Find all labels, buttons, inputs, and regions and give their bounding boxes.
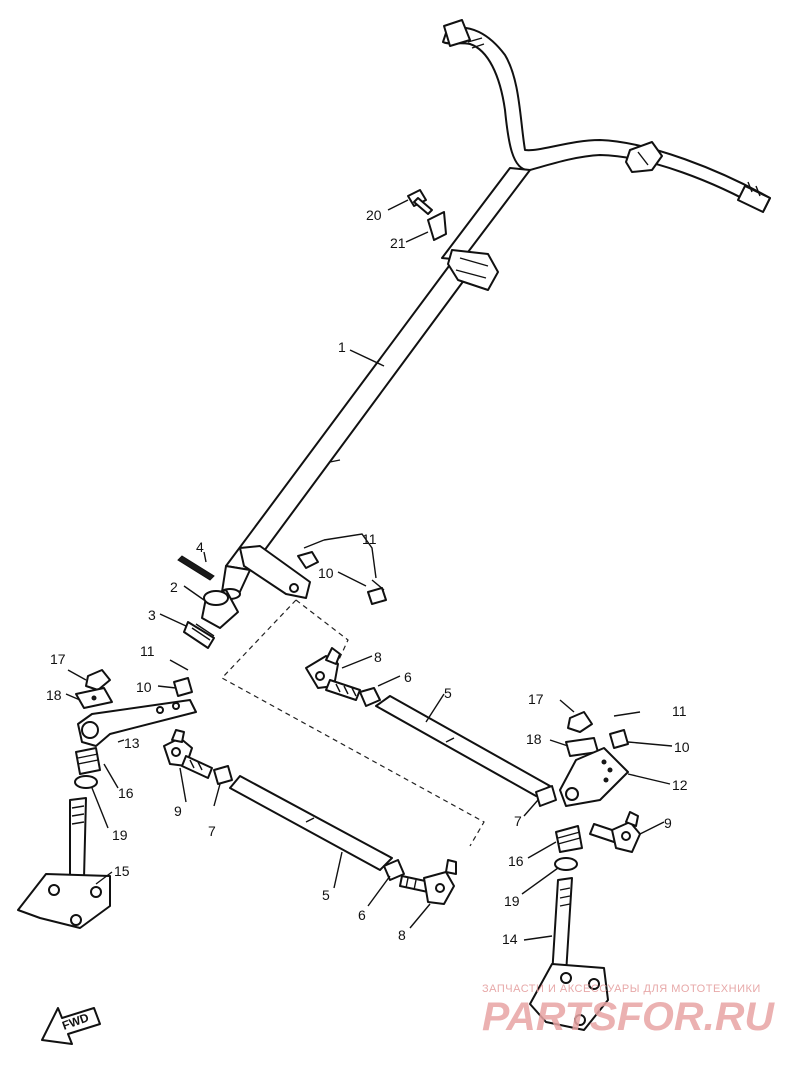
nut-17-right: [567, 711, 593, 733]
callout-14: 14: [502, 931, 518, 947]
tie-rod-end-8-upper: [305, 647, 361, 701]
clip-21: [427, 211, 447, 241]
callout-10-right: 10: [674, 739, 690, 755]
fwd-direction-marker: FWD: [41, 1007, 101, 1045]
callout-13: 13: [124, 735, 140, 751]
callout-labels: 1 20 21 4 2 3 11 10 11 8 6 5 7 17 18 10 …: [46, 207, 690, 947]
callout-6-lower: 6: [358, 907, 366, 923]
cotter-pin-11-left: [169, 659, 189, 671]
tie-rod-end-9-right: [589, 811, 641, 853]
tie-rod-5-lower: [229, 775, 393, 871]
callout-20: 20: [366, 207, 382, 223]
lock-washer-18-left: [75, 687, 113, 709]
callout-8-lower: 8: [398, 927, 406, 943]
washer-19-left: [74, 775, 98, 789]
watermark: ЗАПЧАСТИ И АКСЕССУАРЫ ДЛЯ МОТОТЕХНИКИ PA…: [482, 983, 775, 1039]
spring-16-right: [555, 825, 583, 853]
spindle-15: [17, 797, 111, 929]
callout-21: 21: [390, 235, 406, 251]
callout-10-left: 10: [136, 679, 152, 695]
assembly-guide-left: [221, 599, 485, 847]
callout-8-upper: 8: [374, 649, 382, 665]
tie-rod-end-8-lower: [399, 859, 457, 905]
locknut-6-upper: [359, 687, 381, 707]
callout-4: 4: [196, 539, 204, 555]
callout-17-left: 17: [50, 651, 66, 667]
callout-16-left: 16: [118, 785, 134, 801]
column-bolt-3: [183, 621, 215, 649]
watermark-tagline: ЗАПЧАСТИ И АКСЕССУАРЫ ДЛЯ МОТОТЕХНИКИ: [482, 983, 761, 995]
callout-1: 1: [338, 339, 346, 355]
callout-12: 12: [672, 777, 688, 793]
locknut-7-upper: [535, 785, 557, 807]
callout-19-right: 19: [504, 893, 520, 909]
callout-2: 2: [170, 579, 178, 595]
callout-9-left: 9: [174, 803, 182, 819]
leader-lines: [65, 199, 673, 941]
tie-rod-5-upper: [375, 695, 551, 797]
handlebar-steering-column: [219, 19, 771, 600]
cotter-pin-11-right: [613, 711, 641, 717]
callout-18-right: 18: [526, 731, 542, 747]
bolt-20: [407, 189, 433, 215]
watermark-brand: PARTSFOR.RU: [482, 995, 775, 1039]
callout-7-upper: 7: [514, 813, 522, 829]
callout-17-right: 17: [528, 691, 544, 707]
callout-19-left: 19: [112, 827, 128, 843]
callout-10-top: 10: [318, 565, 334, 581]
callout-9-right: 9: [664, 815, 672, 831]
washer-19-right: [554, 857, 578, 871]
locknut-6-lower: [383, 859, 405, 881]
callout-6-upper: 6: [404, 669, 412, 685]
spring-16-left: [75, 747, 101, 775]
column-bushing-2: [201, 589, 239, 629]
callout-16-right: 16: [508, 853, 524, 869]
callout-15: 15: [114, 863, 130, 879]
assembly-guide-right: [295, 599, 349, 667]
spindle-14: [529, 877, 609, 1031]
knuckle-arm-12: [559, 747, 629, 807]
cotter-pin-4: [177, 555, 215, 581]
knuckle-arm-13: [77, 699, 197, 747]
tie-rod-end-9-left: [163, 729, 213, 779]
callout-5-lower: 5: [322, 887, 330, 903]
callout-11-right: 11: [672, 703, 687, 719]
callout-18-left: 18: [46, 687, 62, 703]
callout-11-top: 11: [362, 531, 377, 547]
nut-10-top: [297, 551, 387, 605]
callout-3: 3: [148, 607, 156, 623]
callout-5-upper: 5: [444, 685, 452, 701]
locknut-7-left: [213, 765, 233, 785]
callout-11-left: 11: [140, 643, 155, 659]
nut-10-left: [173, 677, 193, 697]
nut-17-left: [85, 669, 111, 691]
callout-7-left: 7: [208, 823, 216, 839]
nut-10-right: [609, 729, 629, 749]
